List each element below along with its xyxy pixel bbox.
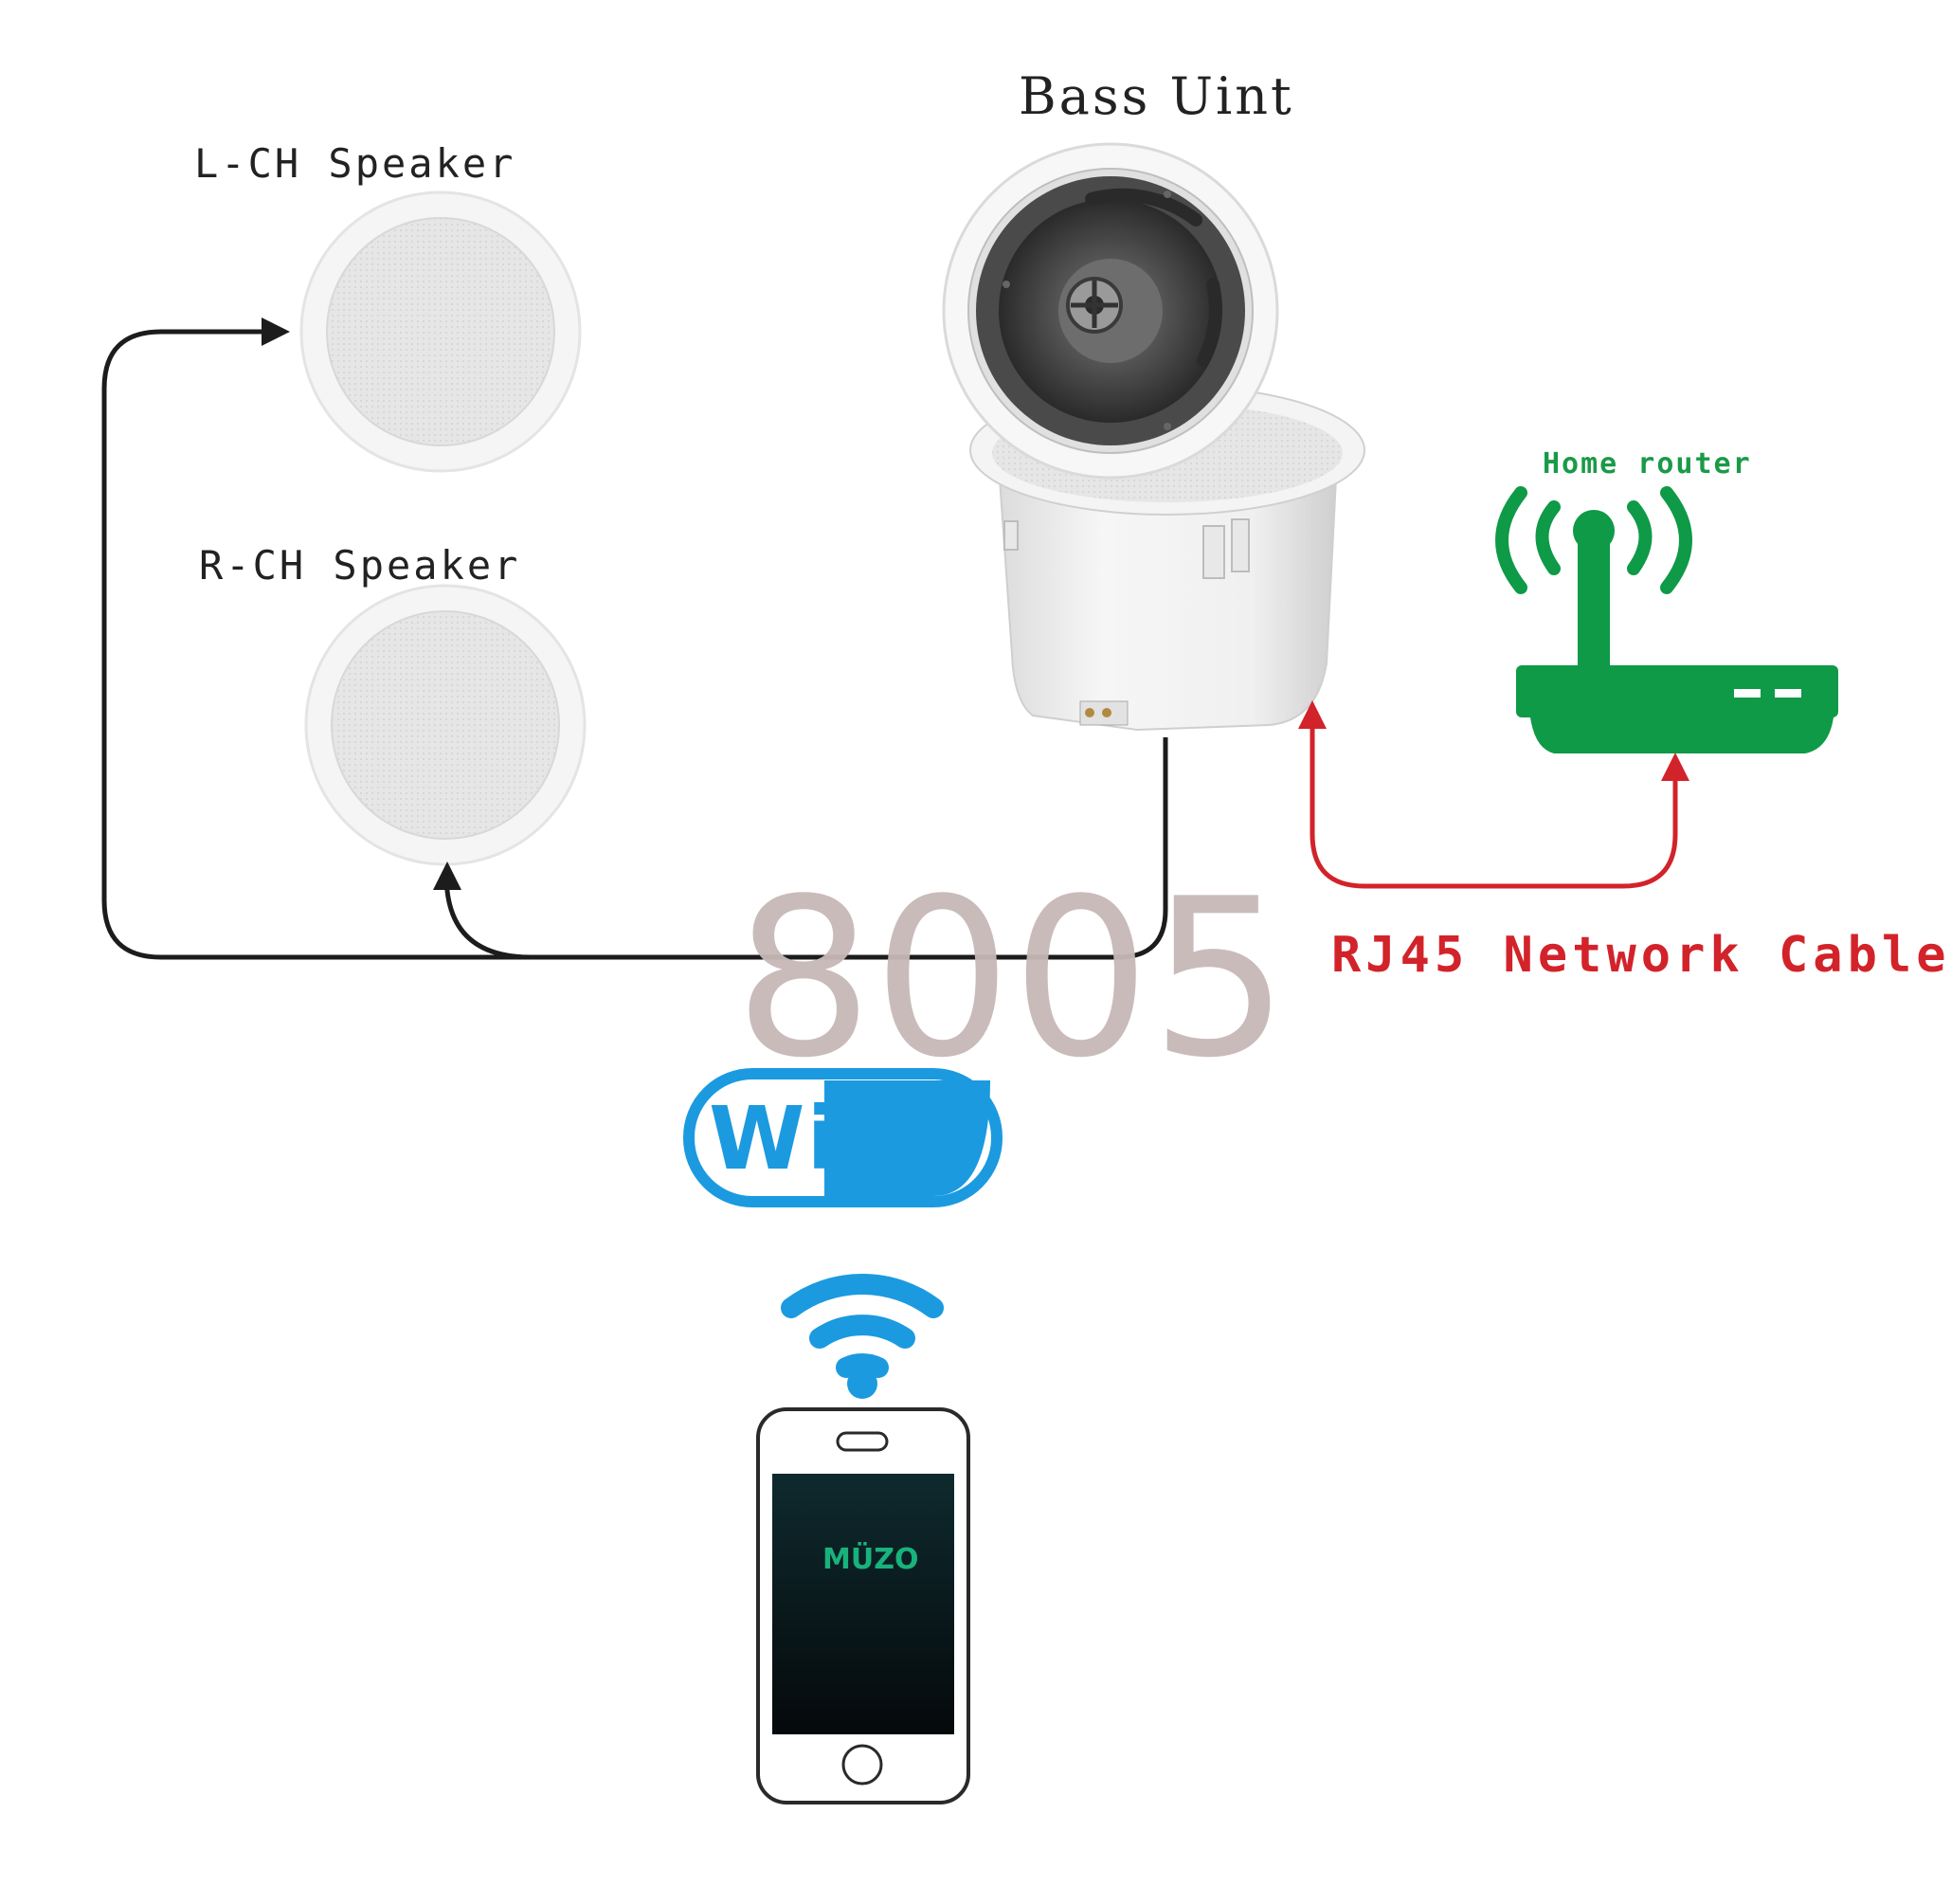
left-speaker-label: L-CH Speaker (194, 140, 516, 187)
smartphone-icon (756, 1407, 970, 1804)
wifi-signal-icon (781, 1274, 944, 1399)
wifi-logo-text: WiFi (709, 1088, 932, 1189)
watermark: 8005 (734, 853, 1290, 1106)
ceiling-speaker-icon (304, 584, 587, 866)
home-router-label: Home router (1543, 447, 1752, 481)
wifi-logo-icon (683, 1068, 1003, 1207)
bass-unit-label: Bass Uint (1019, 66, 1294, 126)
router-icon (1495, 486, 1838, 753)
bass-unit-speaker-icon (942, 142, 1365, 732)
network-cable (1298, 700, 1689, 889)
diagram-canvas (101, 142, 1838, 1804)
speaker-wire (101, 317, 1168, 960)
network-cable-label: RJ45 Network Cable (1331, 927, 1951, 984)
system-diagram: Bass Uint L-CH Speaker R-CH Speaker Home… (101, 66, 1946, 1804)
phone-app-name: MÜZO (822, 1543, 919, 1576)
right-speaker-label: R-CH Speaker (199, 542, 521, 589)
ceiling-speaker-icon (299, 190, 582, 473)
